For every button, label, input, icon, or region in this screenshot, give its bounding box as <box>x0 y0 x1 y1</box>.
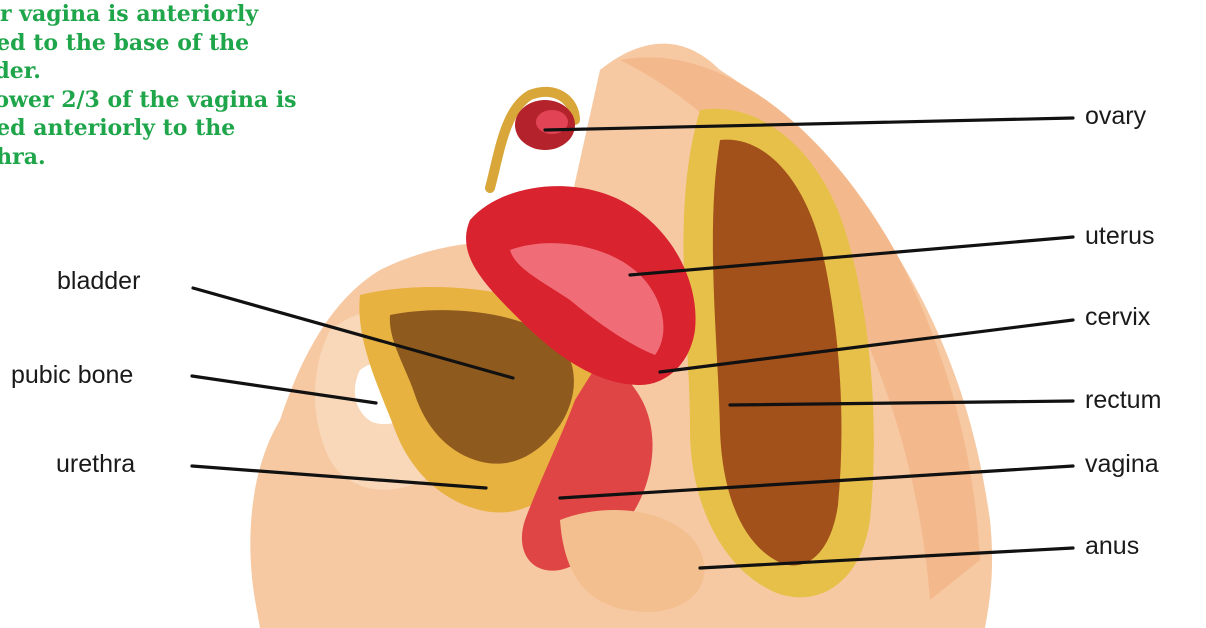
label-vagina: vagina <box>1085 452 1159 477</box>
label-pubic-bone: pubic bone <box>11 363 133 388</box>
label-bladder: bladder <box>57 269 140 294</box>
label-anus: anus <box>1085 534 1139 559</box>
label-ovary: ovary <box>1085 104 1146 129</box>
label-uterus: uterus <box>1085 224 1154 249</box>
label-rectum: rectum <box>1085 388 1161 413</box>
label-urethra: urethra <box>56 452 135 477</box>
label-cervix: cervix <box>1085 305 1150 330</box>
